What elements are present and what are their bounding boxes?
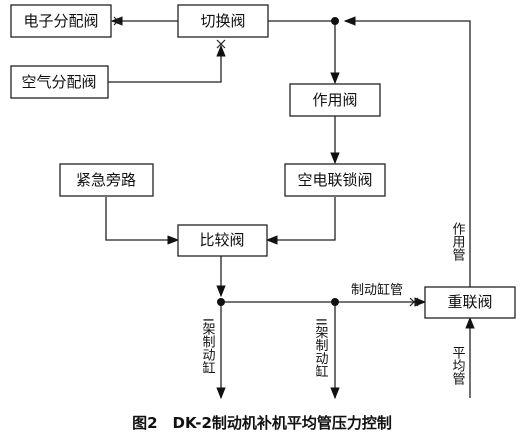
air-distribution-valve-box: 空气分配阀 [10,65,109,99]
relay-valve-box: 重联阀 [424,286,516,319]
relay-valve-label: 重联阀 [447,293,492,311]
brake-cylinder-pipe-label: 制动缸管 [351,282,403,298]
line-air-to-switch [108,44,226,83]
equalizing-pipe-label: 平均管 [450,346,466,386]
stop-mark-electronic [113,16,123,26]
stop-marks [113,16,419,307]
comparison-valve-box: 比较阀 [177,224,268,257]
action-valve-box: 作用阀 [289,83,381,117]
air-distribution-valve-label: 空气分配阀 [21,73,96,91]
air-electric-interlock-valve-box: 空电联锁阀 [284,163,386,197]
frame1-brake-cylinder-label: I架制动缸 [200,318,216,374]
stop-mark-relay-input [409,297,419,307]
comparison-valve-label: 比较阀 [199,231,244,249]
line-bypass-to-comparison [105,197,180,245]
electronic-distribution-valve-label: 电子分配阀 [23,12,98,30]
connection-lines [105,16,475,400]
stop-mark-switch-bottom [216,39,226,49]
emergency-bypass-label: 紧急旁路 [76,171,136,189]
switch-valve-box: 切换阀 [177,4,269,38]
line-relay-to-junction [343,16,471,287]
action-pipe-label: 作用管 [450,222,466,262]
figure-caption: 图2 DK-2制动机补机平均管压力控制 [132,414,392,432]
switch-valve-label: 切换阀 [200,12,245,30]
electronic-distribution-valve-box: 电子分配阀 [10,4,112,38]
emergency-bypass-box: 紧急旁路 [59,163,154,197]
junction-dot-right [331,298,339,306]
action-valve-label: 作用阀 [312,91,357,109]
air-electric-interlock-valve-label: 空电联锁阀 [297,171,372,189]
line-interlock-to-comparison [265,197,336,245]
junction-dot-top [331,17,339,25]
junction-dot-left [217,298,225,306]
frame2-brake-cylinder-label: II架制动缸 [313,318,329,378]
